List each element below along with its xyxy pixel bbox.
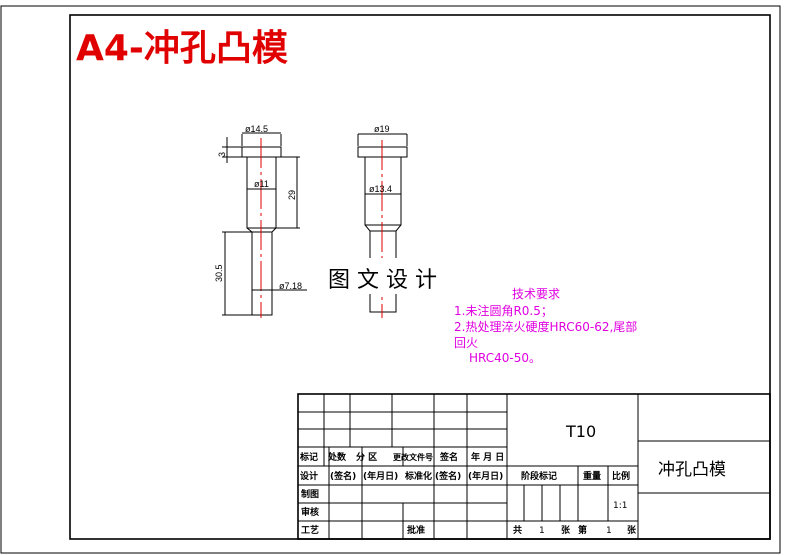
dim-body-dia: ø11: [254, 179, 269, 189]
tb-material: T10: [565, 422, 596, 441]
tb-label: 第: [578, 524, 587, 536]
tb-label: (签名): [330, 470, 356, 482]
tb-label: 审核: [301, 506, 319, 518]
page-border: [0, 5, 781, 554]
punch-left-view: ø14.5 3 ø11 29 30.5 ø7.18: [214, 124, 307, 318]
tb-scale: 1:1: [613, 501, 627, 511]
tech-line: 2.热处理淬火硬度HRC60-62,尾部: [454, 319, 637, 334]
tb-label: 年 月 日: [471, 451, 504, 463]
tb-label: 设计: [300, 470, 318, 482]
tb-label: 阶段标记: [521, 470, 557, 482]
tb-label: 张: [561, 524, 571, 536]
dim-head-h: 3: [217, 152, 227, 157]
tb-label: (年月日): [363, 470, 398, 482]
dim-head-dia: ø19: [374, 124, 390, 134]
dim-head-dia: ø14.5: [245, 124, 268, 134]
tb-label: (年月日): [468, 470, 503, 482]
tech-heading: 技术要求: [512, 287, 560, 301]
dim-tip-dia: ø7.18: [279, 281, 302, 291]
tb-label: 比例: [612, 470, 630, 482]
tech-line: 回火: [454, 336, 478, 350]
title-block: 标记 处数 分 区 更改文件号 签名 年 月 日 设计 (签名) (年月日) 标…: [297, 393, 771, 540]
tech-line: 1.未注圆角R0.5；: [454, 303, 553, 318]
drawing-title: A4-冲孔凸模: [76, 28, 288, 69]
dim-body-dia: ø13.4: [369, 184, 392, 194]
tb-label: 批准: [407, 524, 425, 536]
tb-label: 张: [627, 524, 637, 536]
tb-label: 共: [513, 524, 522, 536]
tb-label: 制图: [301, 488, 319, 500]
watermark: 图 文 设 计: [328, 268, 437, 293]
technical-requirements: 技术要求 1.未注圆角R0.5； 2.热处理淬火硬度HRC60-62,尾部 回火…: [454, 287, 637, 365]
tb-label: 签名: [439, 451, 458, 463]
tb-label: 标准化: [404, 470, 432, 482]
tech-line: HRC40-50。: [469, 351, 541, 365]
tb-label: 标记: [299, 451, 318, 463]
tb-label: 更改文件号: [393, 452, 433, 462]
tb-label: 重量: [583, 470, 601, 482]
tb-value: 1: [606, 526, 612, 536]
tb-label: 工艺: [301, 524, 319, 536]
tb-part-name: 冲孔凸模: [658, 460, 726, 480]
tb-label: 处数: [327, 451, 347, 463]
dim-tip-len: 30.5: [214, 264, 224, 282]
dim-body-len: 29: [287, 190, 297, 200]
tb-label: (签名): [435, 470, 461, 482]
tb-value: 1: [539, 526, 545, 536]
tb-label: 分 区: [356, 451, 377, 463]
